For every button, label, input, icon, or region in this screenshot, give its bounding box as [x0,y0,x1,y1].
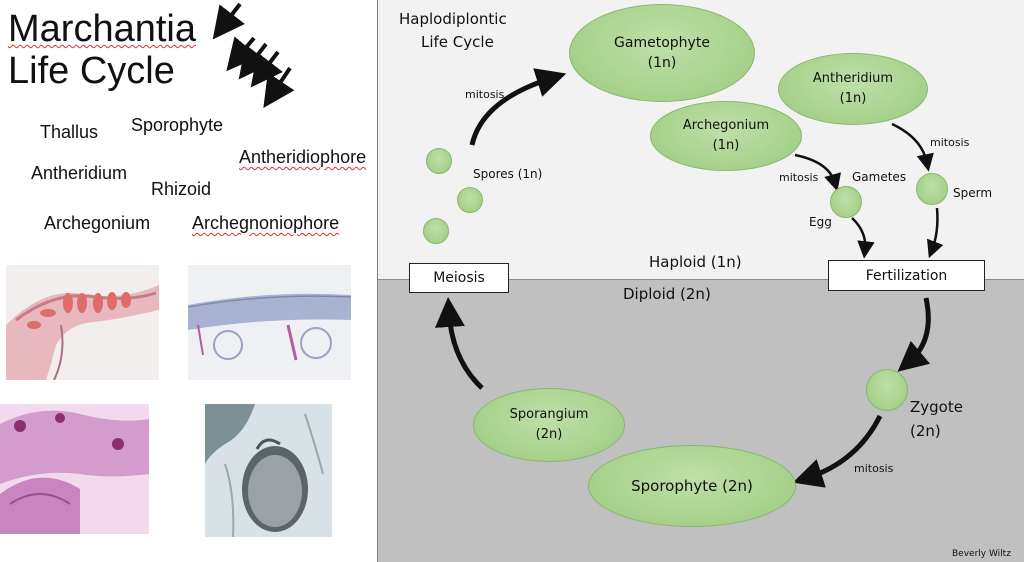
mitosis-label-antheridium: mitosis [930,136,970,149]
life-cycle-diagram: Haplodiplontic Life Cycle Gametophyt [377,0,1024,562]
arrow-sperm-to-fertilization [927,207,944,259]
mitosis-label-spores: mitosis [465,88,505,101]
antheridium-label: Antheridium (1n) [812,71,894,106]
spore-dot [457,187,483,213]
antheridium-node: Antheridium (1n) [778,53,928,125]
micrograph-antheridiophore [6,265,159,380]
arrow-egg-to-fertilization [851,217,875,259]
micrograph-archegonium [205,404,332,537]
diagram-title-line-2: Life Cycle [421,33,494,51]
term-sporophyte: Sporophyte [131,115,224,135]
zygote-dot [866,369,908,411]
sporophyte-label: Sporophyte (2n) [631,477,753,495]
zygote-label: Zygote (2n) [910,395,963,443]
gametes-label: Gametes [852,170,907,184]
term-antheridium: Antheridium [31,163,128,183]
diagram-title-line-1: Haplodiplontic [399,10,507,28]
arrow-sporangium-to-meiosis [434,297,484,390]
term-antheridiophore: Antheridiophore [239,147,367,167]
term-archegonium: Archegonium [44,213,151,233]
title-line-2: Life Cycle [8,50,175,92]
slide-title: Marchantia Life Cycle [8,8,196,92]
arrow-antheridium-to-sperm [891,122,934,172]
gametophyte-node: Gametophyte (1n) [569,4,755,102]
arrow-archegonium-to-egg [794,153,842,192]
term-archegnoniophore: Archegnoniophore [192,213,340,233]
arrow-icon [250,50,283,88]
arrow-icon [212,2,245,40]
micrograph-archegoniophore [188,265,351,380]
credit-label: Beverly Wiltz [952,549,1011,559]
sporangium-label: Sporangium (2n) [509,407,589,442]
egg-label: Egg [809,215,832,229]
archegonium-node: Archegonium (1n) [650,101,802,171]
haploid-label: Haploid (1n) [649,253,742,271]
left-panel: Marchantia Life Cycle Thallus Sporophyte… [0,0,378,561]
egg-dot [830,186,862,218]
arrow-icon [238,42,271,80]
sporangium-node: Sporangium (2n) [473,388,625,462]
fertilization-box: Fertilization [828,260,985,291]
meiosis-box: Meiosis [409,263,509,293]
arrow-zygote-to-sporophyte [792,414,883,488]
sperm-label: Sperm [953,186,993,200]
zygote-label-line-1: Zygote [910,398,963,416]
mitosis-label-archegonium: mitosis [779,171,819,184]
spore-dot [423,218,449,244]
mitosis-label-zygote: mitosis [854,462,894,475]
arrow-icon [226,36,260,72]
arrow-fertilization-to-zygote [897,297,931,372]
spores-label: Spores (1n) [473,167,543,181]
zygote-label-line-2: (2n) [910,422,941,440]
cycle-arrows [434,68,944,488]
term-rhizoid: Rhizoid [151,179,212,199]
arrow-icon [263,66,295,108]
diploid-label: Diploid (2n) [623,285,711,303]
gametophyte-label: Gametophyte (1n) [614,35,710,71]
archegonium-label: Archegonium (1n) [682,118,770,153]
term-thallus: Thallus [40,122,99,142]
sperm-dot [916,173,948,205]
arrow-spores-to-gametophyte [469,68,567,146]
sporophyte-node: Sporophyte (2n) [588,445,796,527]
spore-dot [426,148,452,174]
diagram-title: Haplodiplontic Life Cycle [399,8,507,54]
title-line-1: Marchantia [8,8,196,50]
arrows-decoration [212,2,295,108]
micrograph-antheridium [0,404,149,534]
